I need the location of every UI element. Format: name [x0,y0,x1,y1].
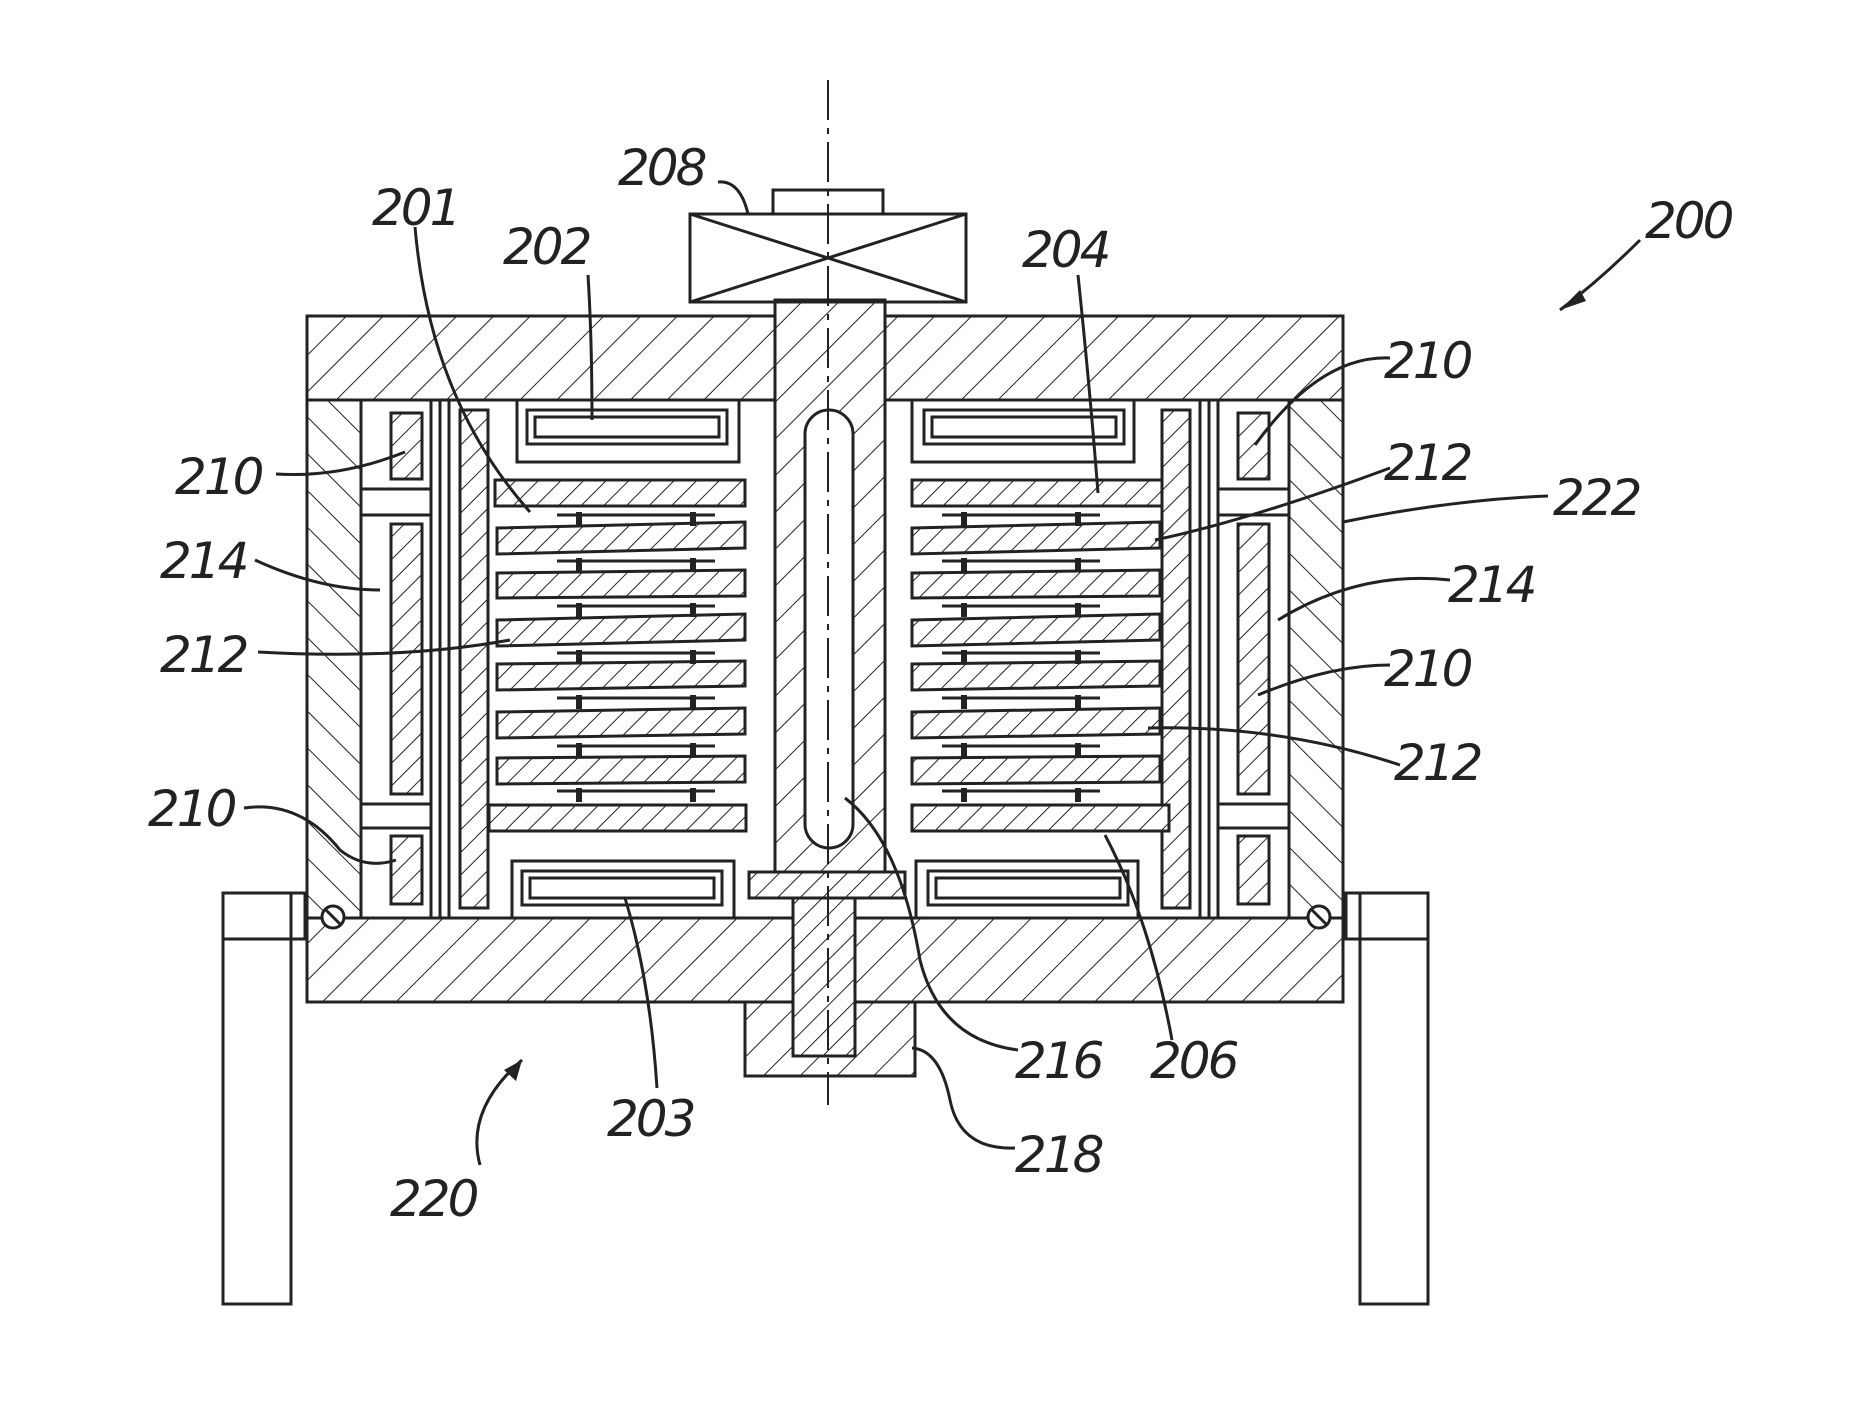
right-spacer-pin [961,650,967,664]
label-212-bottom-right: 212 [1394,734,1481,792]
right-spacer-pin [1075,650,1081,664]
right-stack-plate [912,614,1160,646]
left-spacer-pin [690,650,696,664]
right-spacer-pin [1075,695,1081,709]
right-disc-stack [912,480,1162,802]
right-spacer-pin [961,558,967,572]
left-stack-plate [497,522,745,554]
bottom-right-coil [928,871,1128,905]
label-210-top-left: 210 [175,448,263,506]
leader-222 [1343,496,1548,522]
leader-208 [718,182,748,214]
right-spacer-pin [1075,558,1081,572]
label-218: 218 [1015,1126,1103,1184]
label-214-right: 214 [1448,556,1535,614]
right-spacer-pin [1075,512,1081,526]
label-210-top-right: 210 [1384,332,1472,390]
label-220: 220 [390,1170,478,1228]
left-spacer-pin [690,558,696,572]
left-spacer-pin [690,788,696,802]
label-202: 202 [503,218,590,276]
right-stack-plate [912,756,1160,784]
right-spacer-pin [961,788,967,802]
right-middle-block [1238,524,1269,794]
right-spacer-pin [961,512,967,526]
label-203: 203 [607,1090,694,1148]
arrowhead-220 [504,1060,522,1081]
right-spacer-pin [961,695,967,709]
right-stack-plate [912,708,1160,738]
left-spacer-pin [690,743,696,757]
label-204: 204 [1022,221,1109,279]
right-support-ledge [1346,893,1428,939]
right-spacer-pin [1075,788,1081,802]
left-stack-plate [497,661,745,690]
left-disc-stack [495,480,745,802]
left-stack-plate [497,614,745,646]
left-spacer-pin [690,603,696,617]
right-stack-plate [912,570,1160,598]
label-212-top-right: 212 [1384,434,1471,492]
left-stack-plate [497,756,745,784]
bottom-left-coil-core [530,878,714,898]
left-bottom-plate [489,805,746,831]
right-stack-plate [912,661,1160,690]
bottom-right-coil-core [936,878,1120,898]
left-stack-plate [497,570,745,598]
left-spacer-pin [576,512,582,526]
right-support-leg [1360,893,1428,1304]
right-spacer-pin [961,743,967,757]
label-222: 222 [1553,469,1640,527]
left-spacer-pin [690,512,696,526]
right-bottom-plate [912,805,1169,831]
left-spacer-pin [576,558,582,572]
left-inner-sleeve [460,410,488,908]
right-top-block [1238,413,1269,479]
left-stack-plate [495,480,745,506]
right-inner-sleeve [1162,410,1190,908]
left-housing-wall [307,400,361,918]
left-middle-block [391,524,422,794]
top-left-coil [527,410,727,444]
leader-218 [912,1048,1015,1148]
left-top-block [391,413,422,479]
bottom-left-coil [522,871,722,905]
left-spacer-pin [576,650,582,664]
right-housing-wall [1289,400,1343,918]
right-stack-plate [912,522,1160,554]
left-support-ledge [223,893,305,939]
label-206: 206 [1150,1032,1238,1090]
top-left-coil-core [535,417,719,437]
left-spacer-pin [576,788,582,802]
label-214-left: 214 [160,532,247,590]
right-spacer-pin [1075,743,1081,757]
left-spacer-pin [576,695,582,709]
label-212-left: 212 [160,626,247,684]
left-spacer-pin [576,603,582,617]
left-bottom-block [391,836,422,904]
right-spacer-pin [961,603,967,617]
label-201: 201 [372,179,458,237]
label-200: 200 [1645,192,1733,250]
left-stack-plate [497,708,745,738]
right-stack-plate [912,480,1162,506]
right-spacer-pin [1075,603,1081,617]
left-support-leg [223,893,291,1304]
lower-shaft [793,898,855,1056]
top-right-coil-core [932,417,1116,437]
left-spacer-pin [690,695,696,709]
right-bottom-block [1238,836,1269,904]
label-210-mid-right: 210 [1384,640,1472,698]
label-210-bottom-left: 210 [148,780,236,838]
label-208: 208 [618,139,706,197]
left-spacer-pin [576,743,582,757]
label-216: 216 [1015,1032,1103,1090]
